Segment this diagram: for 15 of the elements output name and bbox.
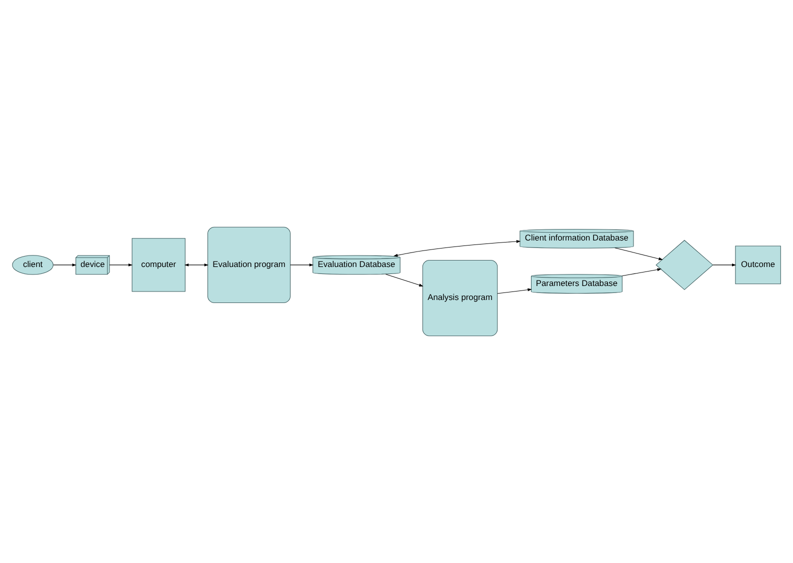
arrow [497,288,532,294]
arrow [290,263,314,266]
node-ellipse: client [12,255,54,275]
node-box: Evaluation program [208,226,291,304]
node-box: Outcome [735,246,781,284]
arrow [385,274,424,286]
arrow [109,263,133,266]
node-box: Analysis program [422,260,498,336]
arrow [622,268,662,276]
arrow [712,263,736,266]
arrow [184,263,209,266]
arrow [614,248,663,260]
arrow [53,263,76,266]
arrow [393,240,521,257]
node-box: computer [132,238,186,292]
